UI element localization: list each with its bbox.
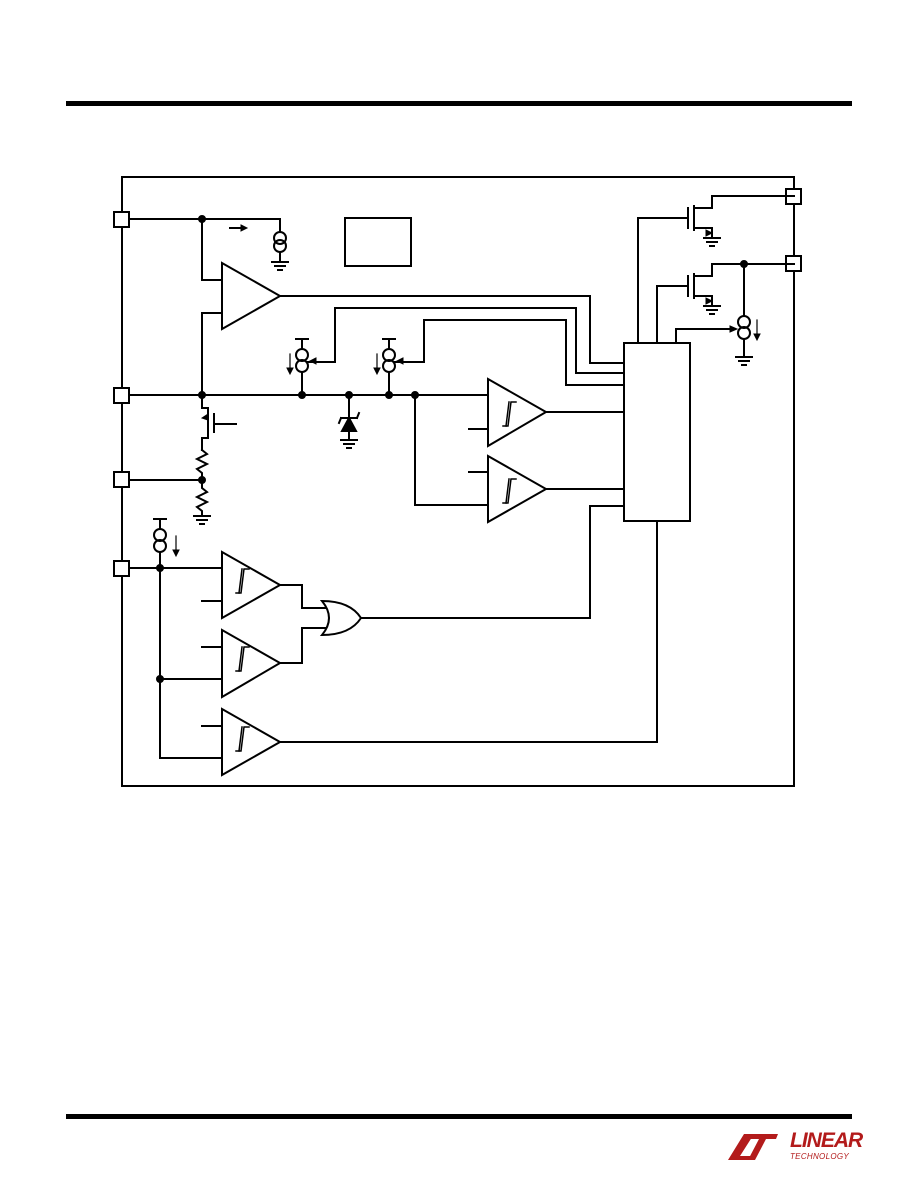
comparator-b (414, 394, 625, 524)
current-source-1 (286, 307, 625, 396)
header-rule (66, 101, 852, 106)
current-source-2 (373, 319, 625, 396)
wire-pin-4-bus (159, 567, 223, 759)
current-source-4 (675, 263, 761, 366)
logo-wordmark: LINEAR (790, 1129, 863, 1152)
junction (198, 476, 206, 484)
comparator-d (201, 627, 329, 699)
comparator-e (201, 520, 658, 777)
or-gate (319, 505, 625, 637)
pin-3 (113, 471, 130, 488)
resistor-divider (193, 448, 211, 525)
logo-subtitle: TECHNOLOGY (790, 1152, 850, 1161)
current-source-3 (153, 518, 180, 569)
comparator-c (201, 550, 329, 620)
amplifier-top (201, 218, 625, 364)
output-transistor-2 (656, 263, 795, 344)
logic-block (623, 342, 691, 522)
pin-2 (113, 387, 130, 404)
zener-diode (337, 394, 361, 449)
junction (156, 675, 164, 683)
reference-box (344, 217, 412, 267)
output-transistor-1 (623, 195, 795, 344)
supply-current-source (128, 218, 289, 271)
pass-transistor (200, 394, 237, 451)
linear-technology-logo-icon (728, 1134, 778, 1160)
pin-4 (113, 560, 130, 577)
footer-rule (66, 1114, 852, 1119)
pin-1 (113, 211, 130, 228)
comparator-a (468, 377, 625, 448)
